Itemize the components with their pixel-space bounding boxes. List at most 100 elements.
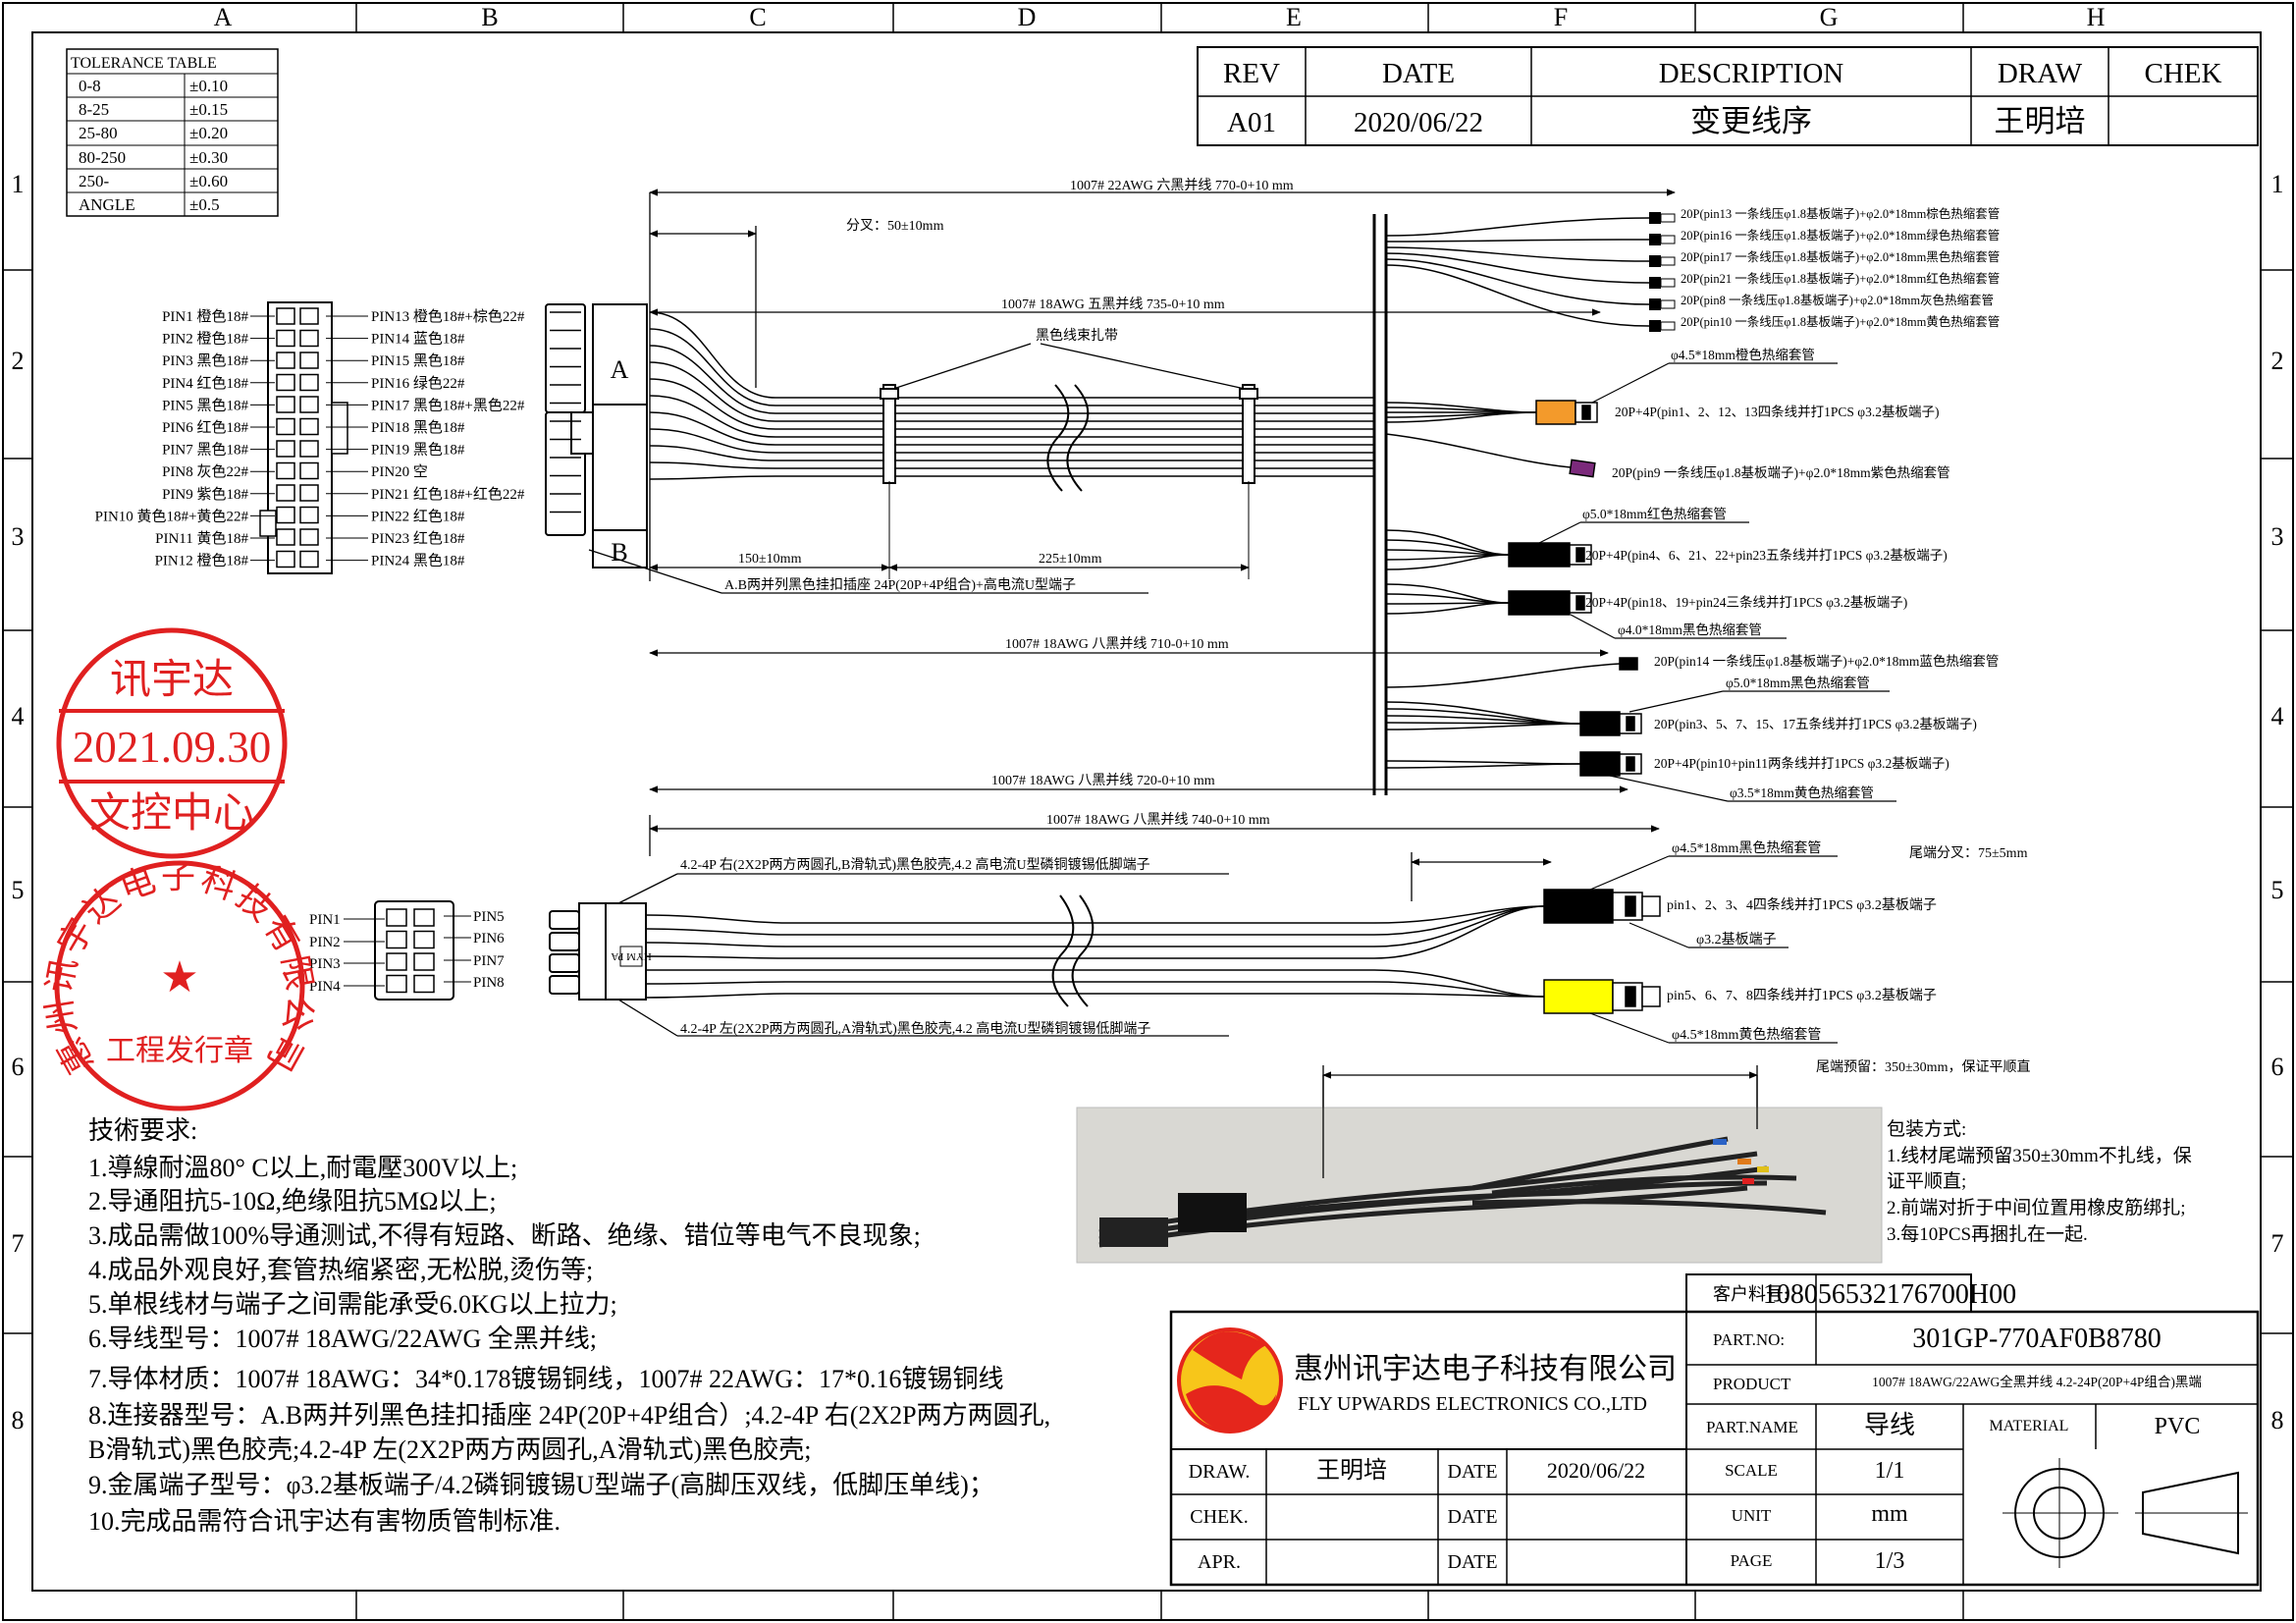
pin-cavity (276, 417, 295, 436)
wire (1385, 258, 1650, 305)
chek-date-label: DATE (1447, 1506, 1497, 1528)
tech-item-5: 5.单根线材与端子之间需能承受6.0KG以上拉力; (88, 1290, 617, 1319)
pin-cavity (276, 396, 295, 413)
wire (1385, 763, 1581, 769)
customer-no-value: 108056532176700H00 (1763, 1279, 2016, 1310)
tech-title: 技術要求: (88, 1116, 197, 1145)
pin-cavity (413, 974, 435, 994)
row-label-3: 3 (12, 522, 25, 551)
pin24-right-label: PIN13 橙色18#+棕色22# (371, 308, 525, 325)
draw-date-value: 2020/06/22 (1547, 1458, 1645, 1483)
material-label: MATERIAL (1990, 1418, 2069, 1434)
wire (1385, 722, 1581, 725)
wire (649, 378, 1374, 430)
draw-label: DRAW. (1189, 1461, 1251, 1483)
pin-cavity (276, 506, 295, 524)
pin-cavity (299, 417, 319, 436)
black-b-pins: 20P(pin3、5、7、15、17五条线并打1PCS φ3.2基板端子) (1654, 716, 1977, 731)
terminal-sleeve (1649, 320, 1661, 332)
row-label-8: 8 (12, 1406, 25, 1434)
material-value: PVC (2155, 1414, 2201, 1439)
cable-photo (1076, 1107, 1883, 1264)
projection-symbol (2002, 1458, 2248, 1568)
connector-label-b: B (611, 538, 627, 567)
tech-item-8: 8.连接器型号：A.B两并列黑色挂扣插座 24P(20P+4P组合）;4.2-4… (88, 1401, 1050, 1430)
tol-value-4: ±0.60 (189, 172, 228, 190)
wire (1385, 602, 1510, 615)
pin-cavity (299, 396, 319, 413)
col-label-h: H (2087, 3, 2106, 31)
wire-bundle (649, 217, 1650, 769)
pin24-left-label: PIN9 紫色18# (162, 486, 248, 503)
terminal-sleeve (1649, 212, 1661, 224)
wire (1385, 411, 1537, 423)
pin24-right-label: PIN24 黑色18# (371, 553, 465, 569)
pin24-left-label: PIN5 黑色18# (162, 397, 248, 413)
connector-8p-pin-labels: PIN1 PIN2 PIN3 PIN4 PIN5 PIN6 PIN7 PIN8 (309, 909, 505, 995)
col-label-f: F (1554, 3, 1568, 31)
wire (649, 411, 1374, 446)
row-label-8-right: 8 (2271, 1406, 2284, 1434)
row-label-7-right: 7 (2271, 1229, 2284, 1258)
tech-item-4: 4.成品外观良好,套管热缩紧密,无松脱,烫伤等; (88, 1256, 593, 1284)
company-seal: 惠州讯宇达电子科技有限公司 ★ 工程发行章 (40, 858, 316, 1111)
tol-value-5: ±0.5 (189, 195, 220, 214)
title-block-text: 客户料号: 108056532176700H00 惠州讯宇达电子科技有限公司 F… (1189, 1279, 2202, 1574)
rev-header-rev: REV (1223, 58, 1280, 89)
connector-8p-top-callout: 4.2-4P 右(2X2P两方两圆孔,B滑轨式)黑色胶壳,4.2 高电流U型磷铜… (680, 856, 1150, 873)
dimension-lines (649, 189, 1758, 1188)
wire (1385, 593, 1510, 604)
wire (1385, 239, 1650, 243)
pin-cavity (276, 484, 295, 502)
pin8-label-6: PIN6 (473, 931, 505, 947)
connector-8p-bottom-callout: 4.2-4P 左(2X2P两方两圆孔,A滑轨式)黑色胶壳,4.2 高电流U型磷铜… (680, 1020, 1150, 1037)
apr-date-label: DATE (1447, 1551, 1497, 1573)
sleeve-labels-8p: φ4.5*18mm黑色热缩套管 pin1、2、3、4四条线并打1PCS φ3.2… (1667, 839, 1937, 1043)
wire (645, 905, 1545, 924)
connector-8p-pin-grid (386, 908, 435, 994)
wire-end-pin16: 20P(pin16 一条线压φ1.8基板端子)+φ2.0*18mm绿色热缩套管 (1681, 228, 2000, 243)
connector-24p-callout: A.B两并列黑色挂扣插座 24P(20P+4P组合)+高电流U型端子 (588, 549, 1148, 594)
wire (645, 981, 1545, 998)
pin-cavity (276, 373, 295, 392)
pin8-label-2: PIN2 (309, 935, 341, 950)
wire (645, 993, 1545, 999)
company-name-en: FLY UPWARDS ELECTRONICS CO.,LTD (1298, 1393, 1647, 1415)
row-label-1-right: 1 (2271, 170, 2284, 198)
wire (645, 905, 1545, 936)
red-sleeve-pins: 20P+4P(pin4、6、21、22+pin23五条线并打1PCS φ3.2基… (1585, 547, 1948, 563)
pin24-right-label: PIN23 红色18# (371, 530, 465, 547)
pin8-label-8: PIN8 (473, 975, 505, 991)
col-label-c: C (749, 3, 766, 31)
connector-24p-side (545, 303, 648, 568)
title-block (1169, 1273, 2260, 1587)
pin-cavity (413, 908, 435, 927)
wire-end-pin13: 20P(pin13 一条线压φ1.8基板端子)+φ2.0*18mm棕色热缩套管 (1681, 206, 2000, 221)
col-label-g: G (1820, 3, 1839, 31)
row-label-7: 7 (12, 1229, 25, 1258)
blue-sleeve-pins: 20P(pin14 一条线压φ1.8基板端子)+φ2.0*18mm蓝色热缩套管 (1654, 653, 1999, 669)
black-sleeve-b (1579, 711, 1621, 736)
terminal-sleeve (1649, 234, 1661, 245)
packaging-title: 包装方式: (1887, 1118, 1966, 1140)
pin-cavity (276, 461, 295, 480)
row-label-6: 6 (12, 1053, 25, 1081)
pin-cavity (299, 506, 319, 524)
wire (1385, 433, 1572, 468)
scale-value: 1/1 (1875, 1458, 1905, 1484)
tol-range-5: ANGLE (79, 195, 135, 214)
pin8-label-7: PIN7 (473, 953, 505, 969)
pin-cavity (386, 908, 407, 927)
pin-cavity (413, 952, 435, 971)
pin24-left-label: PIN7 黑色18# (162, 442, 248, 459)
row-label-2-right: 2 (2271, 347, 2284, 375)
pin-cavity (299, 352, 319, 369)
stamp-bottom-text: 文控中心 (89, 790, 254, 837)
packaging-line-4: 3.每10PCS再捆扎在一起. (1887, 1223, 2088, 1245)
rev-header-date: DATE (1382, 58, 1455, 89)
page-label: PAGE (1731, 1551, 1773, 1570)
unit-label: UNIT (1732, 1506, 1772, 1525)
draw-name: 王明培 (1316, 1457, 1387, 1484)
wire (649, 345, 1374, 414)
